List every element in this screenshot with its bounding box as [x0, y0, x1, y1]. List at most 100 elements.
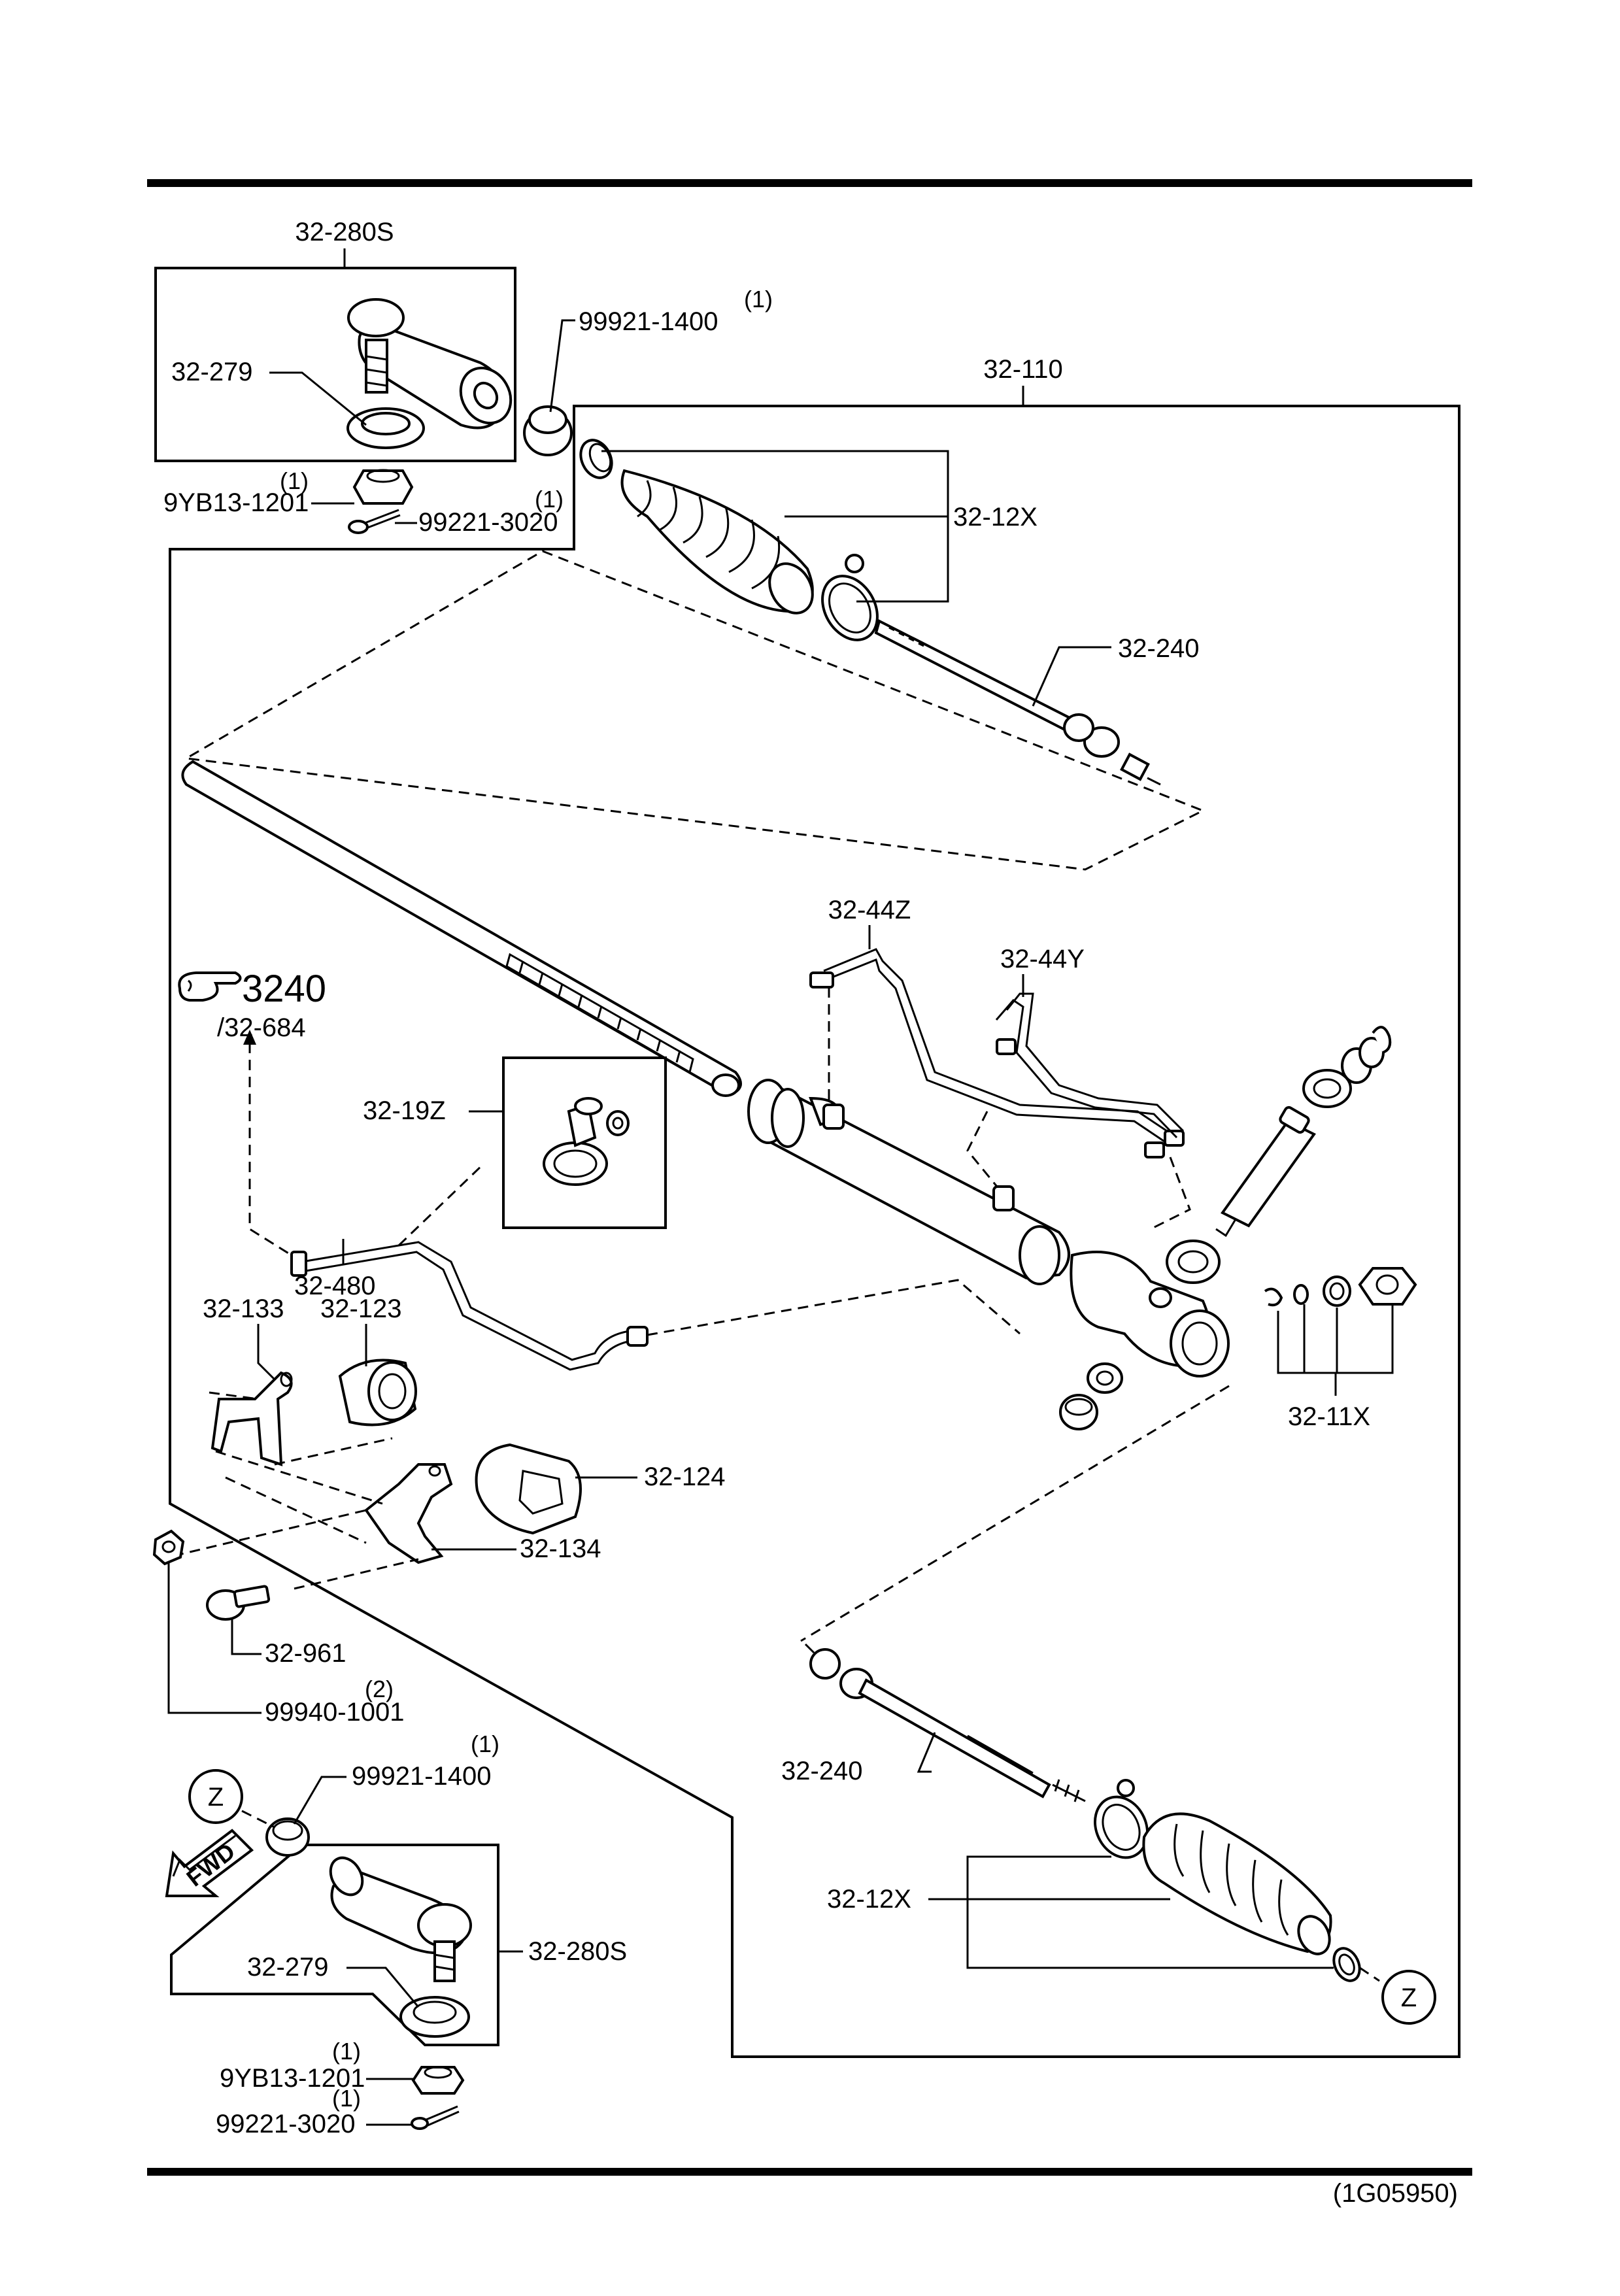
seal-kit-parts	[1264, 1267, 1417, 1307]
mount-bolt	[206, 1585, 271, 1621]
tie-rod-bottom-leader	[917, 1732, 936, 1773]
mount-cushion-123	[338, 1359, 417, 1427]
mount-dash-c	[274, 1437, 393, 1466]
castle-bottom-qty: (1)	[332, 2038, 361, 2065]
mount-bracket-134	[364, 1463, 453, 1564]
pipe-clamp	[543, 1097, 630, 1186]
tie-rod-top-label: 32-240	[1118, 634, 1200, 663]
lock-nut-top	[523, 405, 573, 456]
z-circle-icon	[188, 1769, 243, 1824]
bracket-a-leader	[257, 1324, 276, 1381]
gear-assembly-label: 32-110	[983, 355, 1063, 384]
dust-boot-bottom	[399, 1996, 470, 2038]
tie-rod-end-bottom	[329, 1856, 472, 1982]
tie-rod-end-top	[347, 298, 513, 430]
mount-dash-d	[173, 1509, 367, 1557]
kit-bottom-box	[170, 1844, 499, 2046]
gear-housing	[747, 1079, 1230, 1377]
castle-nut-top	[352, 469, 414, 505]
hose-connect-line	[647, 1279, 1021, 1336]
mount-dash-b	[225, 1476, 367, 1544]
pinion-shaft	[1215, 1106, 1316, 1238]
z-circle-icon	[1381, 1970, 1436, 2025]
pipe-a-label: 32-44Z	[828, 896, 911, 924]
nut-bottom-qty: (1)	[471, 1730, 499, 1757]
ref-arrowhead	[243, 1030, 256, 1045]
seal-kit-bracket	[1277, 1304, 1394, 1374]
lock-nut-bottom	[265, 1817, 310, 1857]
nut-top-leader	[549, 319, 575, 413]
mount-dash-f	[209, 1391, 259, 1400]
pin-top-label: 99221-3020	[418, 508, 558, 537]
boot-clamp-large-bottom	[1094, 1779, 1149, 1859]
clamp-label: 32-19Z	[363, 1096, 446, 1125]
seal-kit-label: 32-11X	[1288, 1402, 1370, 1431]
snap-ring	[1372, 1026, 1392, 1054]
cotter-pin-bottom	[411, 2105, 460, 2130]
tie-rod-top-leader	[1032, 646, 1111, 707]
rack-bar	[181, 760, 742, 1097]
nut-mount-qty: (2)	[365, 1676, 394, 1702]
nut-top-qty: (1)	[744, 286, 773, 312]
bolt-label: 32-961	[265, 1639, 346, 1668]
pipe-44y	[995, 992, 1185, 1158]
lower-explode-line	[800, 1385, 1230, 1642]
figure-code-label: (1G05950)	[1333, 2179, 1458, 2208]
nut-top-label: 99921-1400	[579, 307, 718, 336]
joint-top-leader	[269, 371, 367, 426]
bolt-leader	[231, 1618, 262, 1655]
nut-mount-leader	[167, 1562, 262, 1714]
boot-top-label: 32-12X	[953, 503, 1038, 532]
gear-assembly-outline	[169, 405, 1460, 2058]
pipe-c-drop	[1150, 1156, 1191, 1230]
z-link-bottom	[1359, 1967, 1380, 1982]
boot-clamp-small-bottom	[1332, 1947, 1361, 1982]
castle-bottom-label: 9YB13-1201	[220, 2064, 365, 2093]
pin-top-qty: (1)	[535, 486, 564, 513]
housing-nut-a	[1087, 1362, 1123, 1394]
castle-nut-bottom	[411, 2066, 465, 2095]
kit-top-label: 32-280S	[295, 218, 394, 246]
boot-bottom-label: 32-12X	[827, 1885, 911, 1914]
ref-sub-label: /32-684	[217, 1013, 306, 1042]
pin-bottom-qty: (1)	[332, 2085, 361, 2112]
joint-top-label: 32-279	[171, 358, 253, 386]
mount-bracket-133	[211, 1371, 293, 1466]
hose-ref-line	[248, 1043, 292, 1257]
nut-bottom-leader	[293, 1776, 346, 1825]
tie-rod-bottom	[804, 1643, 1086, 1802]
boot-bottom-bracket	[966, 1855, 1334, 1969]
tie-rod-bottom-label: 32-240	[781, 1757, 863, 1785]
upper-explode-envelope	[183, 550, 1206, 871]
castle-top-label: 9YB13-1201	[163, 488, 309, 517]
kit-bottom-label: 32-280S	[528, 1937, 627, 1966]
pointing-hand-icon	[178, 971, 242, 1002]
boot-top	[620, 469, 814, 615]
tie-rod-top	[874, 619, 1161, 786]
pinion-bearing	[1302, 1069, 1352, 1108]
mount-a-label: 32-123	[320, 1294, 402, 1323]
nut-bottom-label: 99921-1400	[352, 1762, 492, 1791]
fwd-arrow-icon	[165, 1829, 254, 1897]
pin-bottom-label: 99221-3020	[216, 2110, 356, 2138]
pinion-seal	[1341, 1037, 1385, 1084]
kit-top-box	[154, 267, 516, 462]
boot-clamp-small-top	[579, 439, 613, 479]
pipe-b-drop	[966, 1111, 998, 1187]
marker-top-label: Z	[208, 1783, 224, 1812]
cotter-pin-top	[348, 509, 401, 534]
marker-bottom-label: Z	[1401, 1984, 1417, 2012]
clamp-box	[502, 1056, 667, 1229]
mount-dash-a	[215, 1450, 383, 1505]
housing-nut-b	[1059, 1394, 1098, 1430]
pipe-b-label: 32-44Y	[1000, 945, 1085, 973]
dust-boot-top	[346, 407, 425, 449]
boot-clamp-large-top	[821, 554, 879, 641]
ref-number-label: 3240	[242, 968, 326, 1010]
z-link-top	[241, 1810, 275, 1829]
joint-bottom-label: 32-279	[247, 1953, 329, 1982]
mount-nut	[152, 1529, 185, 1566]
bracket-b-label: 32-134	[520, 1534, 601, 1563]
